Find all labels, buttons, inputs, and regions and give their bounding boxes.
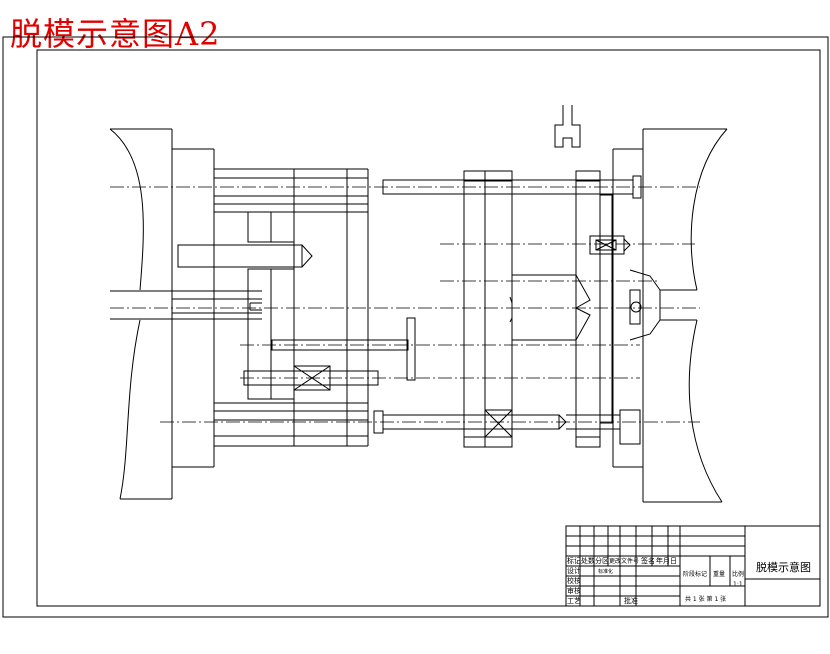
outer-border bbox=[2, 36, 829, 618]
ejector-rods bbox=[243, 317, 416, 391]
molded-parts bbox=[509, 274, 591, 341]
row-check: 校核 bbox=[567, 576, 581, 585]
header-sign: 签名 bbox=[641, 556, 655, 565]
sprue-puller bbox=[566, 409, 641, 445]
stage-mark-label: 阶段标记 bbox=[683, 570, 707, 578]
header-mark: 标记 bbox=[567, 556, 581, 565]
middle-mold-plates bbox=[463, 170, 613, 448]
center-lines bbox=[110, 186, 700, 423]
scale-label: 比例 bbox=[732, 570, 744, 578]
title-block-text: 标记 处数 分区 更改文件号 签名 年月日 设计 校核 审核 工艺 标准化 批准… bbox=[567, 556, 811, 605]
row-review: 审核 bbox=[567, 586, 581, 595]
weight-label: 重量 bbox=[713, 570, 725, 578]
title-block bbox=[565, 525, 821, 607]
inner-border bbox=[36, 49, 821, 607]
loading-fixture bbox=[554, 105, 581, 148]
header-change-doc: 更改文件号 bbox=[609, 557, 639, 565]
row-design: 设计 bbox=[567, 566, 581, 575]
row-process: 工艺 bbox=[567, 597, 581, 605]
drawing-title: 脱模示意图A2 bbox=[10, 15, 221, 53]
drawing-name: 脱模示意图 bbox=[756, 560, 811, 574]
sheet-info: 共 1 张 第 1 张 bbox=[685, 595, 726, 603]
header-date: 年月日 bbox=[656, 556, 677, 565]
scale-value: 1:1 bbox=[733, 581, 743, 588]
sprue-bushing bbox=[177, 244, 313, 268]
injection-nozzle bbox=[629, 269, 697, 341]
header-count: 处数 bbox=[581, 556, 595, 565]
left-mold-stack bbox=[214, 168, 369, 447]
header-zone: 分区 bbox=[595, 556, 609, 565]
left-fixed-platen bbox=[109, 128, 215, 500]
nozzle bbox=[110, 290, 262, 320]
approved-label: 批准 bbox=[624, 596, 638, 605]
standardized-label: 标准化 bbox=[598, 568, 613, 575]
mold-drawing bbox=[109, 105, 728, 503]
ejector-block bbox=[589, 235, 631, 255]
